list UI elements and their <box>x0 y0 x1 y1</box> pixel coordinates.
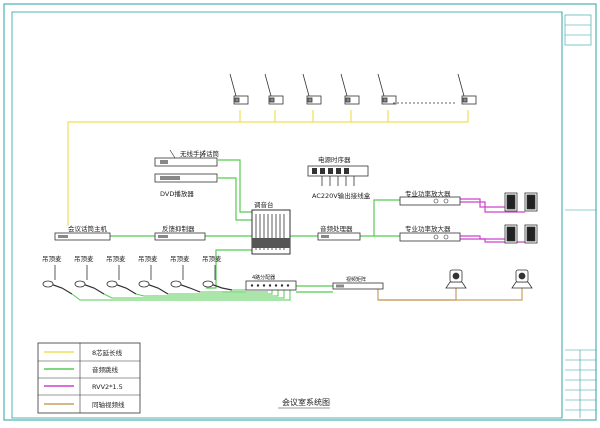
amplifier-1: 专业功率放大器 <box>399 189 461 206</box>
speakers <box>504 192 538 244</box>
conference-unit <box>302 73 322 105</box>
speaker <box>524 224 538 244</box>
speaker <box>524 192 538 212</box>
ac-outlet-label: AC220V输出接线盒 <box>312 191 371 200</box>
power-sequencer: 电源时序器 AC220V输出接线盒 <box>307 155 371 200</box>
dvd-player: DVD播放器 <box>154 173 218 198</box>
hanging-mic: 吊顶麦 <box>74 254 105 295</box>
svg-text:吊顶麦: 吊顶麦 <box>42 254 62 263</box>
legend-item: 8芯延长线 <box>92 348 123 357</box>
legend-item: 音频跳线 <box>92 365 119 374</box>
hanging-mics: 吊顶麦 吊顶麦 吊顶麦 吊顶麦 吊顶麦 吊顶麦 <box>42 254 233 295</box>
conference-unit <box>229 73 249 105</box>
splitter-label: 4路分配器 <box>252 274 275 281</box>
video-cables <box>377 288 523 301</box>
audio-processor-label: 音频处理器 <box>320 224 353 233</box>
mixer: 调音台 <box>251 200 291 255</box>
video-matrix: 视频矩阵 <box>332 276 384 290</box>
svg-text:吊顶麦: 吊顶麦 <box>106 254 126 263</box>
svg-text:吊顶麦: 吊顶麦 <box>74 254 94 263</box>
svg-text:吊顶麦: 吊顶麦 <box>170 254 190 263</box>
hanging-mic: 吊顶麦 <box>106 254 137 295</box>
legend: 8芯延长线 音频跳线 RVV2*1.5 同轴视频线 <box>37 342 141 414</box>
legend-item: RVV2*1.5 <box>92 383 123 391</box>
camera <box>445 269 467 289</box>
splitter: 4路分配器 <box>245 274 297 291</box>
legend-item: 同轴视频线 <box>92 400 125 409</box>
svg-text:吊顶麦: 吊顶麦 <box>202 254 222 263</box>
wireless-mic-receiver: 无线手持话筒 <box>154 149 220 167</box>
extension-cable <box>67 110 469 226</box>
mic-cables <box>71 289 291 301</box>
conference-host-label: 会议话筒主机 <box>68 224 108 233</box>
title-block <box>564 14 596 418</box>
power-sequencer-label: 电源时序器 <box>318 155 351 164</box>
hanging-mic: 吊顶麦 <box>42 254 73 295</box>
speaker <box>504 192 518 212</box>
amplifier-2: 专业功率放大器 <box>399 224 461 242</box>
conference-unit <box>264 73 284 105</box>
mixer-label: 调音台 <box>254 200 274 209</box>
wireless-mic-label: 无线手持话筒 <box>180 149 220 158</box>
svg-text:吊顶麦: 吊顶麦 <box>138 254 158 263</box>
conference-unit <box>340 73 360 105</box>
hanging-mic: 吊顶麦 <box>138 254 169 295</box>
audio-processor: 音频处理器 <box>317 224 361 241</box>
feedback-suppressor: 反馈抑制器 <box>154 224 206 241</box>
video-matrix-label: 视频矩阵 <box>346 276 366 283</box>
outer-frame <box>3 3 597 421</box>
feedback-suppressor-label: 反馈抑制器 <box>162 224 195 233</box>
conference-unit <box>377 73 397 105</box>
amp1-label: 专业功率放大器 <box>405 189 451 198</box>
hanging-mic: 吊顶麦 <box>170 254 201 293</box>
diagram-title: 会议室系统图 <box>282 397 330 407</box>
dvd-label: DVD播放器 <box>160 189 194 198</box>
hanging-mic: 吊顶麦 <box>202 254 233 291</box>
conference-units <box>229 73 477 105</box>
conference-host: 会议话筒主机 <box>54 224 111 241</box>
conference-unit <box>457 73 477 105</box>
camera <box>511 269 533 289</box>
speaker <box>504 224 518 244</box>
amp2-label: 专业功率放大器 <box>405 224 451 233</box>
